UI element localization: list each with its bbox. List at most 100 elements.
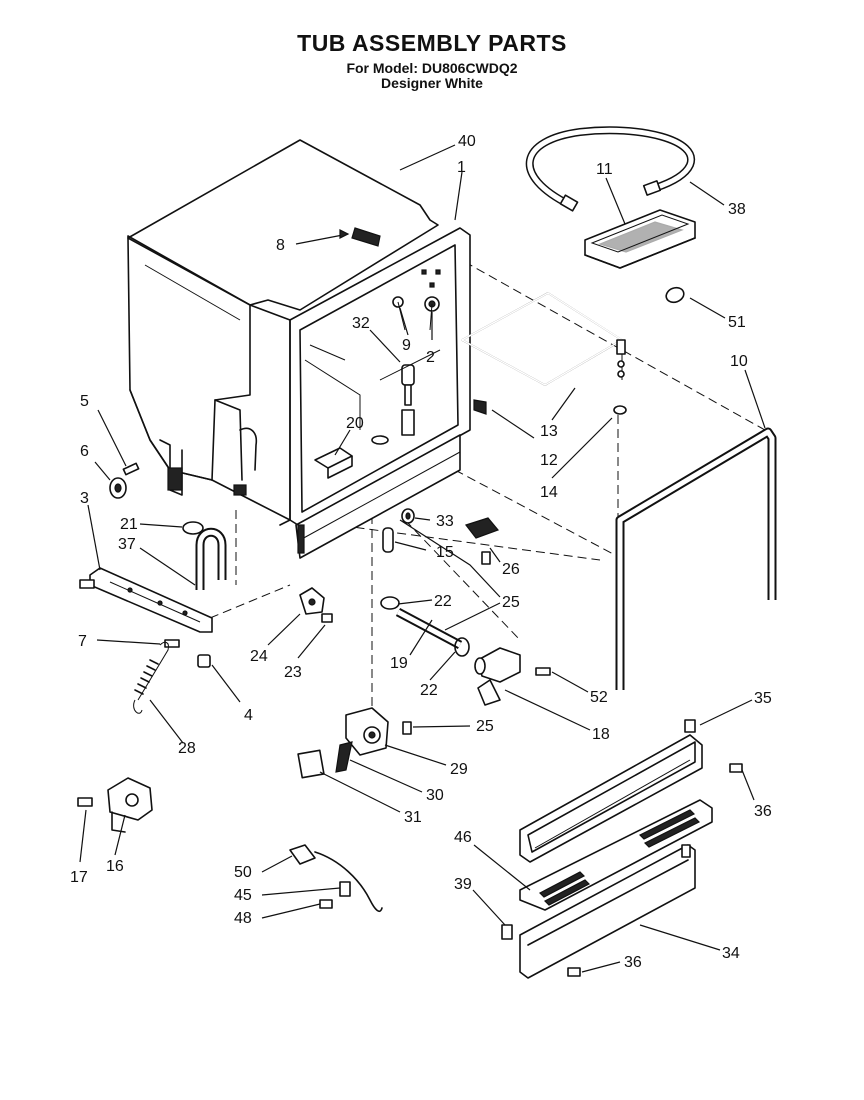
screw-part-25-lower — [402, 721, 412, 735]
clip-part-12 — [473, 399, 487, 415]
clamp-part-21 — [182, 521, 204, 535]
clip-part-39 — [501, 924, 513, 940]
inlet-valve-part-18 — [474, 647, 521, 706]
callout-6: 6 — [80, 443, 89, 460]
callout-50: 50 — [234, 864, 252, 881]
clip-part-45 — [339, 881, 351, 897]
alignment-lines — [209, 247, 766, 720]
callout-20: 20 — [346, 415, 364, 432]
gasket-part-13 — [460, 292, 626, 386]
callout-35: 35 — [754, 690, 772, 707]
callout-40: 40 — [458, 133, 476, 150]
callout-9: 9 — [402, 337, 411, 354]
vent-panel-part-46 — [519, 799, 713, 911]
callout-23: 23 — [284, 664, 302, 681]
color-line: Designer White — [381, 75, 483, 91]
toe-kick-part-35 — [519, 719, 703, 863]
callout-22-upper: 22 — [434, 593, 452, 610]
washer-part-6 — [109, 477, 127, 499]
callout-2: 2 — [426, 349, 435, 366]
callout-25-lower: 25 — [476, 718, 494, 735]
callout-16: 16 — [106, 858, 124, 875]
callout-46: 46 — [454, 829, 472, 846]
callout-7: 7 — [78, 633, 87, 650]
tub-insulation-part-40 — [127, 139, 439, 481]
tub-front-edge — [159, 399, 258, 496]
diagram-title: TUB ASSEMBLY PARTS — [297, 30, 567, 56]
clamp-part-22-lower — [454, 637, 470, 657]
callout-14: 14 — [540, 484, 558, 501]
callout-51: 51 — [728, 314, 746, 331]
valve-part-16 — [107, 777, 153, 833]
bracket-part-20 — [314, 435, 389, 479]
callout-26: 26 — [502, 561, 520, 578]
clamp-part-22-upper — [380, 596, 400, 610]
fitting-part-15 — [382, 527, 394, 553]
power-cord-part-50 — [289, 844, 383, 912]
callout-3: 3 — [80, 490, 89, 507]
spring-part-28 — [133, 641, 169, 714]
tube-part-19 — [395, 608, 463, 649]
screw-part-7 — [79, 579, 180, 648]
callout-39: 39 — [454, 876, 472, 893]
callout-38: 38 — [728, 201, 746, 218]
screw-part-36-lower — [567, 967, 581, 977]
leveling-bracket-part-3 — [89, 567, 213, 633]
motor-bracket-part-29 — [345, 707, 389, 756]
fitting-part-33 — [401, 508, 415, 524]
vent-filter-part-11 — [584, 209, 696, 269]
callout-29: 29 — [450, 761, 468, 778]
switch-part-26 — [465, 517, 500, 565]
callout-13: 13 — [540, 423, 558, 440]
screw-part-23 — [321, 613, 333, 623]
fitting-parts-9-2 — [392, 269, 441, 331]
callout-32: 32 — [352, 315, 370, 332]
cover-part-31 — [297, 749, 325, 779]
callout-25-upper: 25 — [502, 594, 520, 611]
tub-inner-wall — [304, 344, 441, 430]
callout-15: 15 — [436, 544, 454, 561]
callout-18: 18 — [592, 726, 610, 743]
callout-34: 34 — [722, 945, 740, 962]
spray-tower-part-32 — [401, 364, 415, 436]
valve-bracket-part-24 — [299, 587, 325, 615]
callout-22-lower: 22 — [420, 682, 438, 699]
callout-17: 17 — [70, 869, 88, 886]
callout-5: 5 — [80, 393, 89, 410]
callout-10: 10 — [730, 353, 748, 370]
hose-part-38 — [525, 126, 696, 212]
model-line: For Model: DU806CWDQ2 — [346, 60, 518, 76]
callout-1: 1 — [457, 159, 466, 176]
leader-lines — [79, 144, 766, 973]
access-panel-part-34 — [519, 844, 696, 979]
clip-part-8 — [295, 227, 381, 247]
callout-24: 24 — [250, 648, 268, 665]
lever-part-30 — [335, 741, 353, 773]
screw-part-52 — [535, 667, 551, 676]
callout-36-lower: 36 — [624, 954, 642, 971]
callout-33: 33 — [436, 513, 454, 530]
callout-4: 4 — [244, 707, 253, 724]
screw-part-48 — [319, 899, 333, 909]
foot-part-4 — [197, 654, 211, 668]
screw-part-5 — [122, 462, 140, 476]
callout-31: 31 — [404, 809, 422, 826]
callout-8: 8 — [276, 237, 285, 254]
callout-12: 12 — [540, 452, 558, 469]
callout-19: 19 — [390, 655, 408, 672]
clamp-part-51 — [665, 286, 685, 304]
screw-part-17 — [77, 797, 93, 807]
callout-52: 52 — [590, 689, 608, 706]
screw-part-36-upper — [729, 763, 743, 773]
callout-48: 48 — [234, 910, 252, 927]
side-rail-part-10 — [615, 427, 777, 690]
callout-28: 28 — [178, 740, 196, 757]
callout-11: 11 — [596, 161, 613, 178]
washer-part-14 — [613, 405, 627, 415]
callout-37: 37 — [118, 536, 136, 553]
callout-36-upper: 36 — [754, 803, 772, 820]
callout-labels: 40 1 11 38 8 51 32 9 2 10 5 20 13 12 6 1… — [70, 133, 772, 971]
callout-21: 21 — [120, 516, 138, 533]
callout-45: 45 — [234, 887, 252, 904]
